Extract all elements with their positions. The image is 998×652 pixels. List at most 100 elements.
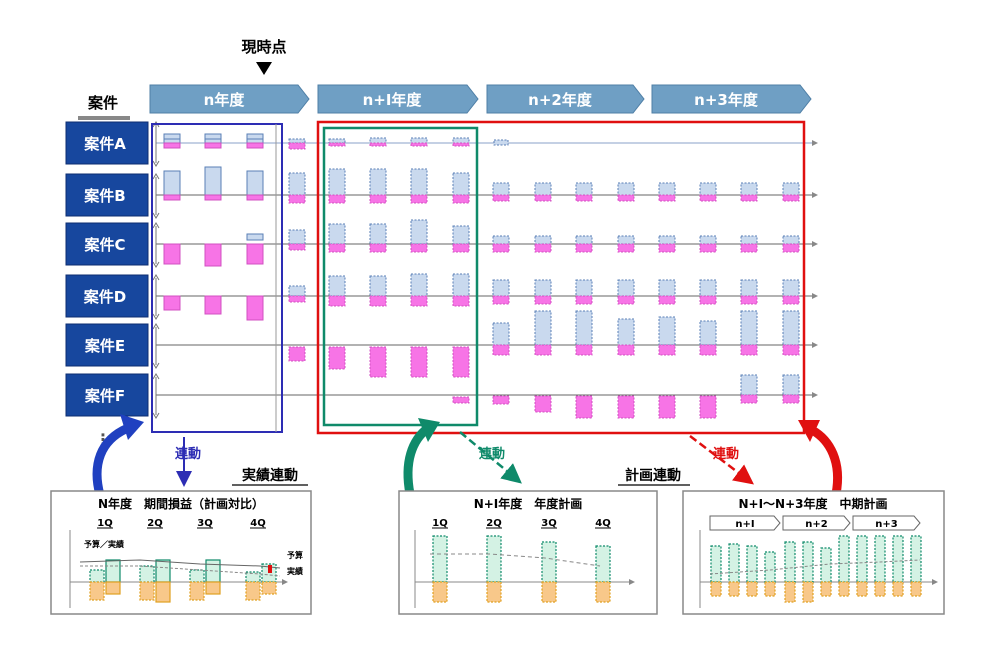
year-arrow-n[interactable] xyxy=(149,84,310,114)
bar-plan-mid xyxy=(617,318,635,346)
actual-link-label: 実績連動 xyxy=(242,467,298,484)
case-label: 案件C xyxy=(83,236,125,254)
panel-mid-plan-bar xyxy=(728,543,740,583)
bar-plan-n1 xyxy=(410,142,428,147)
bar-actual-plan xyxy=(246,233,264,241)
bar-plan-mid xyxy=(782,235,800,245)
bar-plan-mid xyxy=(782,310,800,346)
case-box-bg xyxy=(65,121,149,165)
case-box-4[interactable]: 案件E xyxy=(65,323,149,367)
bar-plan-mid xyxy=(740,243,758,253)
panel-n1-quarter: 4Q xyxy=(595,518,610,529)
bar-plan-mid xyxy=(492,279,510,297)
bar-plan-mid xyxy=(658,243,676,253)
bar-plan-mid xyxy=(740,235,758,245)
bar-plan-mid xyxy=(699,395,717,419)
bar-plan-n1 xyxy=(369,346,387,378)
panel-n1-plan-result xyxy=(486,581,502,603)
now-marker xyxy=(256,62,272,75)
bar-plan-mid xyxy=(534,310,552,346)
panel-n-quarter: 3Q xyxy=(197,518,212,529)
bar-plan-mid xyxy=(740,374,758,396)
case-box-1[interactable]: 案件B xyxy=(65,173,149,217)
bar-plan-n1 xyxy=(410,194,428,204)
bar-plan-mid xyxy=(492,344,510,356)
panel-mid-plan-result xyxy=(802,581,814,603)
panel-n-actual-result xyxy=(105,581,121,595)
bar-plan-mid xyxy=(658,295,676,305)
curve-arrow-red xyxy=(809,426,842,495)
bar-plan-mid xyxy=(534,344,552,356)
bar-forecast xyxy=(288,142,306,150)
frame-plan-n1 xyxy=(322,126,479,427)
row-axes xyxy=(152,121,818,419)
panel-mid-plan-result xyxy=(746,581,758,597)
bar-plan-mid xyxy=(699,279,717,297)
panel-mid-year-label: n+3 xyxy=(875,519,897,530)
panel-mid-plan-result xyxy=(728,581,740,597)
bar-plan-n1 xyxy=(328,223,346,245)
bar-plan-mid xyxy=(617,235,635,245)
bar-plan-mid xyxy=(575,279,593,297)
bar-actual-result xyxy=(246,194,264,201)
case-label: 案件B xyxy=(83,187,125,205)
bar-actual-result xyxy=(204,194,222,201)
bar-plan-n1 xyxy=(410,243,428,253)
bar-plan-n1 xyxy=(410,168,428,196)
panel-mid-plan-bar xyxy=(746,545,758,583)
bar-plan-n1 xyxy=(369,275,387,297)
year-arrow-n1[interactable] xyxy=(317,84,479,114)
row-axis-tick-down xyxy=(152,160,160,167)
bar-plan-mid xyxy=(575,310,593,346)
bar-forecast xyxy=(288,285,306,297)
bar-plan-mid xyxy=(493,139,509,146)
bar-forecast xyxy=(288,243,306,251)
bar-forecast xyxy=(288,346,306,362)
panel-mid-plan-bar xyxy=(910,535,922,583)
case-box-bg xyxy=(65,173,149,217)
bar-plan-mid xyxy=(658,235,676,245)
case-box-5[interactable]: 案件F xyxy=(65,373,149,417)
curve-arrow-blue xyxy=(92,423,130,497)
case-box-0[interactable]: 案件A xyxy=(65,121,149,165)
bar-actual-result xyxy=(163,243,181,265)
panel-n1-quarter: 2Q xyxy=(486,518,501,529)
case-box-3[interactable]: 案件D xyxy=(65,274,149,318)
bar-plan-n1 xyxy=(328,168,346,196)
case-box-bg xyxy=(65,323,149,367)
bar-forecast xyxy=(288,295,306,303)
year-arrow-n3[interactable] xyxy=(651,84,812,114)
header-cases: 案件 xyxy=(87,94,118,112)
panel-n1-plan-bar xyxy=(486,535,502,583)
bar-plan-n1 xyxy=(369,295,387,307)
bar-plan-mid xyxy=(534,395,552,413)
bar-plan-mid xyxy=(658,316,676,346)
year-label-n: n年度 xyxy=(204,91,246,109)
panel-n-plan-result xyxy=(139,581,155,601)
case-label: 案件D xyxy=(83,288,126,306)
row-axis-tick-down xyxy=(152,412,160,419)
bar-plan-mid xyxy=(492,182,510,196)
bar-plan-n1 xyxy=(328,295,346,307)
panel-n-title: N年度 期間損益（計画対比） xyxy=(98,496,264,511)
bar-actual-result xyxy=(163,194,181,201)
bar-plan-n1 xyxy=(369,137,387,144)
bar-plan-n1 xyxy=(452,273,470,297)
case-box-2[interactable]: 案件C xyxy=(65,222,149,266)
bar-actual-result xyxy=(163,295,181,311)
bar-plan-mid xyxy=(617,243,635,253)
panel-mid-plan-result xyxy=(874,581,886,597)
year-arrow-n2[interactable] xyxy=(486,84,645,114)
bar-plan-mid xyxy=(740,194,758,202)
panel-mid-year-label: n+Ⅰ xyxy=(735,519,754,530)
bar-actual-result xyxy=(204,142,222,149)
bar-plan-mid xyxy=(740,344,758,356)
bar-plan-mid xyxy=(617,344,635,356)
case-box-bg xyxy=(65,274,149,318)
bar-plan-n1 xyxy=(452,225,470,245)
bar-plan-mid xyxy=(492,235,510,245)
case-box-bg xyxy=(65,222,149,266)
bar-actual-result xyxy=(246,142,264,149)
year-label-n3: n+3年度 xyxy=(694,91,759,109)
